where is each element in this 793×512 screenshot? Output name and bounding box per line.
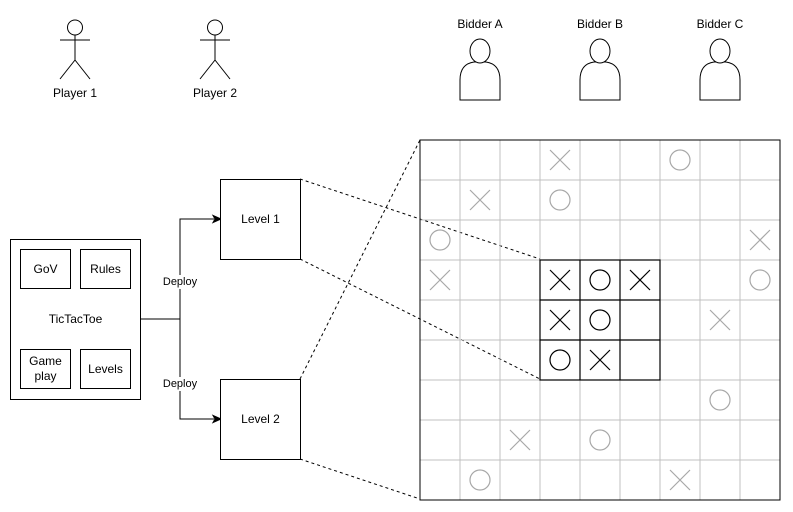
board-faded-o-mark-icon xyxy=(549,189,571,211)
board-faded-o-mark-icon xyxy=(589,429,611,451)
bidder-c-user-icon xyxy=(699,38,741,101)
board-faded-x-mark-icon xyxy=(709,309,731,331)
player1-label: Player 1 xyxy=(52,86,98,100)
deploy-label-bottom: Deploy xyxy=(156,377,204,391)
level2-box: Level 2 xyxy=(220,379,301,460)
inner-board-x-mark-icon xyxy=(629,269,651,291)
player2-figure-icon xyxy=(199,19,231,80)
bidder-b-label: Bidder B xyxy=(576,17,624,31)
inner-board-o-mark-icon xyxy=(589,309,611,331)
bidder-b-user-icon xyxy=(579,38,621,101)
inner-board-x-mark-icon xyxy=(549,269,571,291)
level1-box: Level 1 xyxy=(220,179,301,260)
board-faded-o-mark-icon xyxy=(669,149,691,171)
board-faded-o-mark-icon xyxy=(429,229,451,251)
board-faded-x-mark-icon xyxy=(509,429,531,451)
gameplay-box: Game play xyxy=(20,349,71,389)
inner-board-x-mark-icon xyxy=(549,309,571,331)
board-faded-x-mark-icon xyxy=(469,189,491,211)
inner-board-o-mark-icon xyxy=(589,269,611,291)
board-border xyxy=(419,139,781,501)
board-faded-x-mark-icon xyxy=(429,269,451,291)
game-board xyxy=(419,139,781,501)
board-faded-o-mark-icon xyxy=(709,389,731,411)
rules-box: Rules xyxy=(80,249,131,289)
levels-box: Levels xyxy=(80,349,131,389)
board-faded-o-mark-icon xyxy=(469,469,491,491)
inner-board-x-mark-icon xyxy=(589,349,611,371)
tictactoe-title: TicTacToe xyxy=(48,312,103,326)
inner-board-o-mark-icon xyxy=(549,349,571,371)
player2-label: Player 2 xyxy=(192,86,238,100)
board-faded-x-mark-icon xyxy=(749,229,771,251)
bidder-c-label: Bidder C xyxy=(696,17,744,31)
board-faded-x-mark-icon xyxy=(549,149,571,171)
board-faded-o-mark-icon xyxy=(749,269,771,291)
gov-box: GoV xyxy=(20,249,71,289)
bidder-a-label: Bidder A xyxy=(457,17,503,31)
deploy-label-top: Deploy xyxy=(156,275,204,289)
bidder-a-user-icon xyxy=(459,38,501,101)
arrowhead-level1 xyxy=(211,214,223,224)
arrowhead-level2 xyxy=(211,414,223,424)
player1-figure-icon xyxy=(59,19,91,80)
board-faded-x-mark-icon xyxy=(669,469,691,491)
